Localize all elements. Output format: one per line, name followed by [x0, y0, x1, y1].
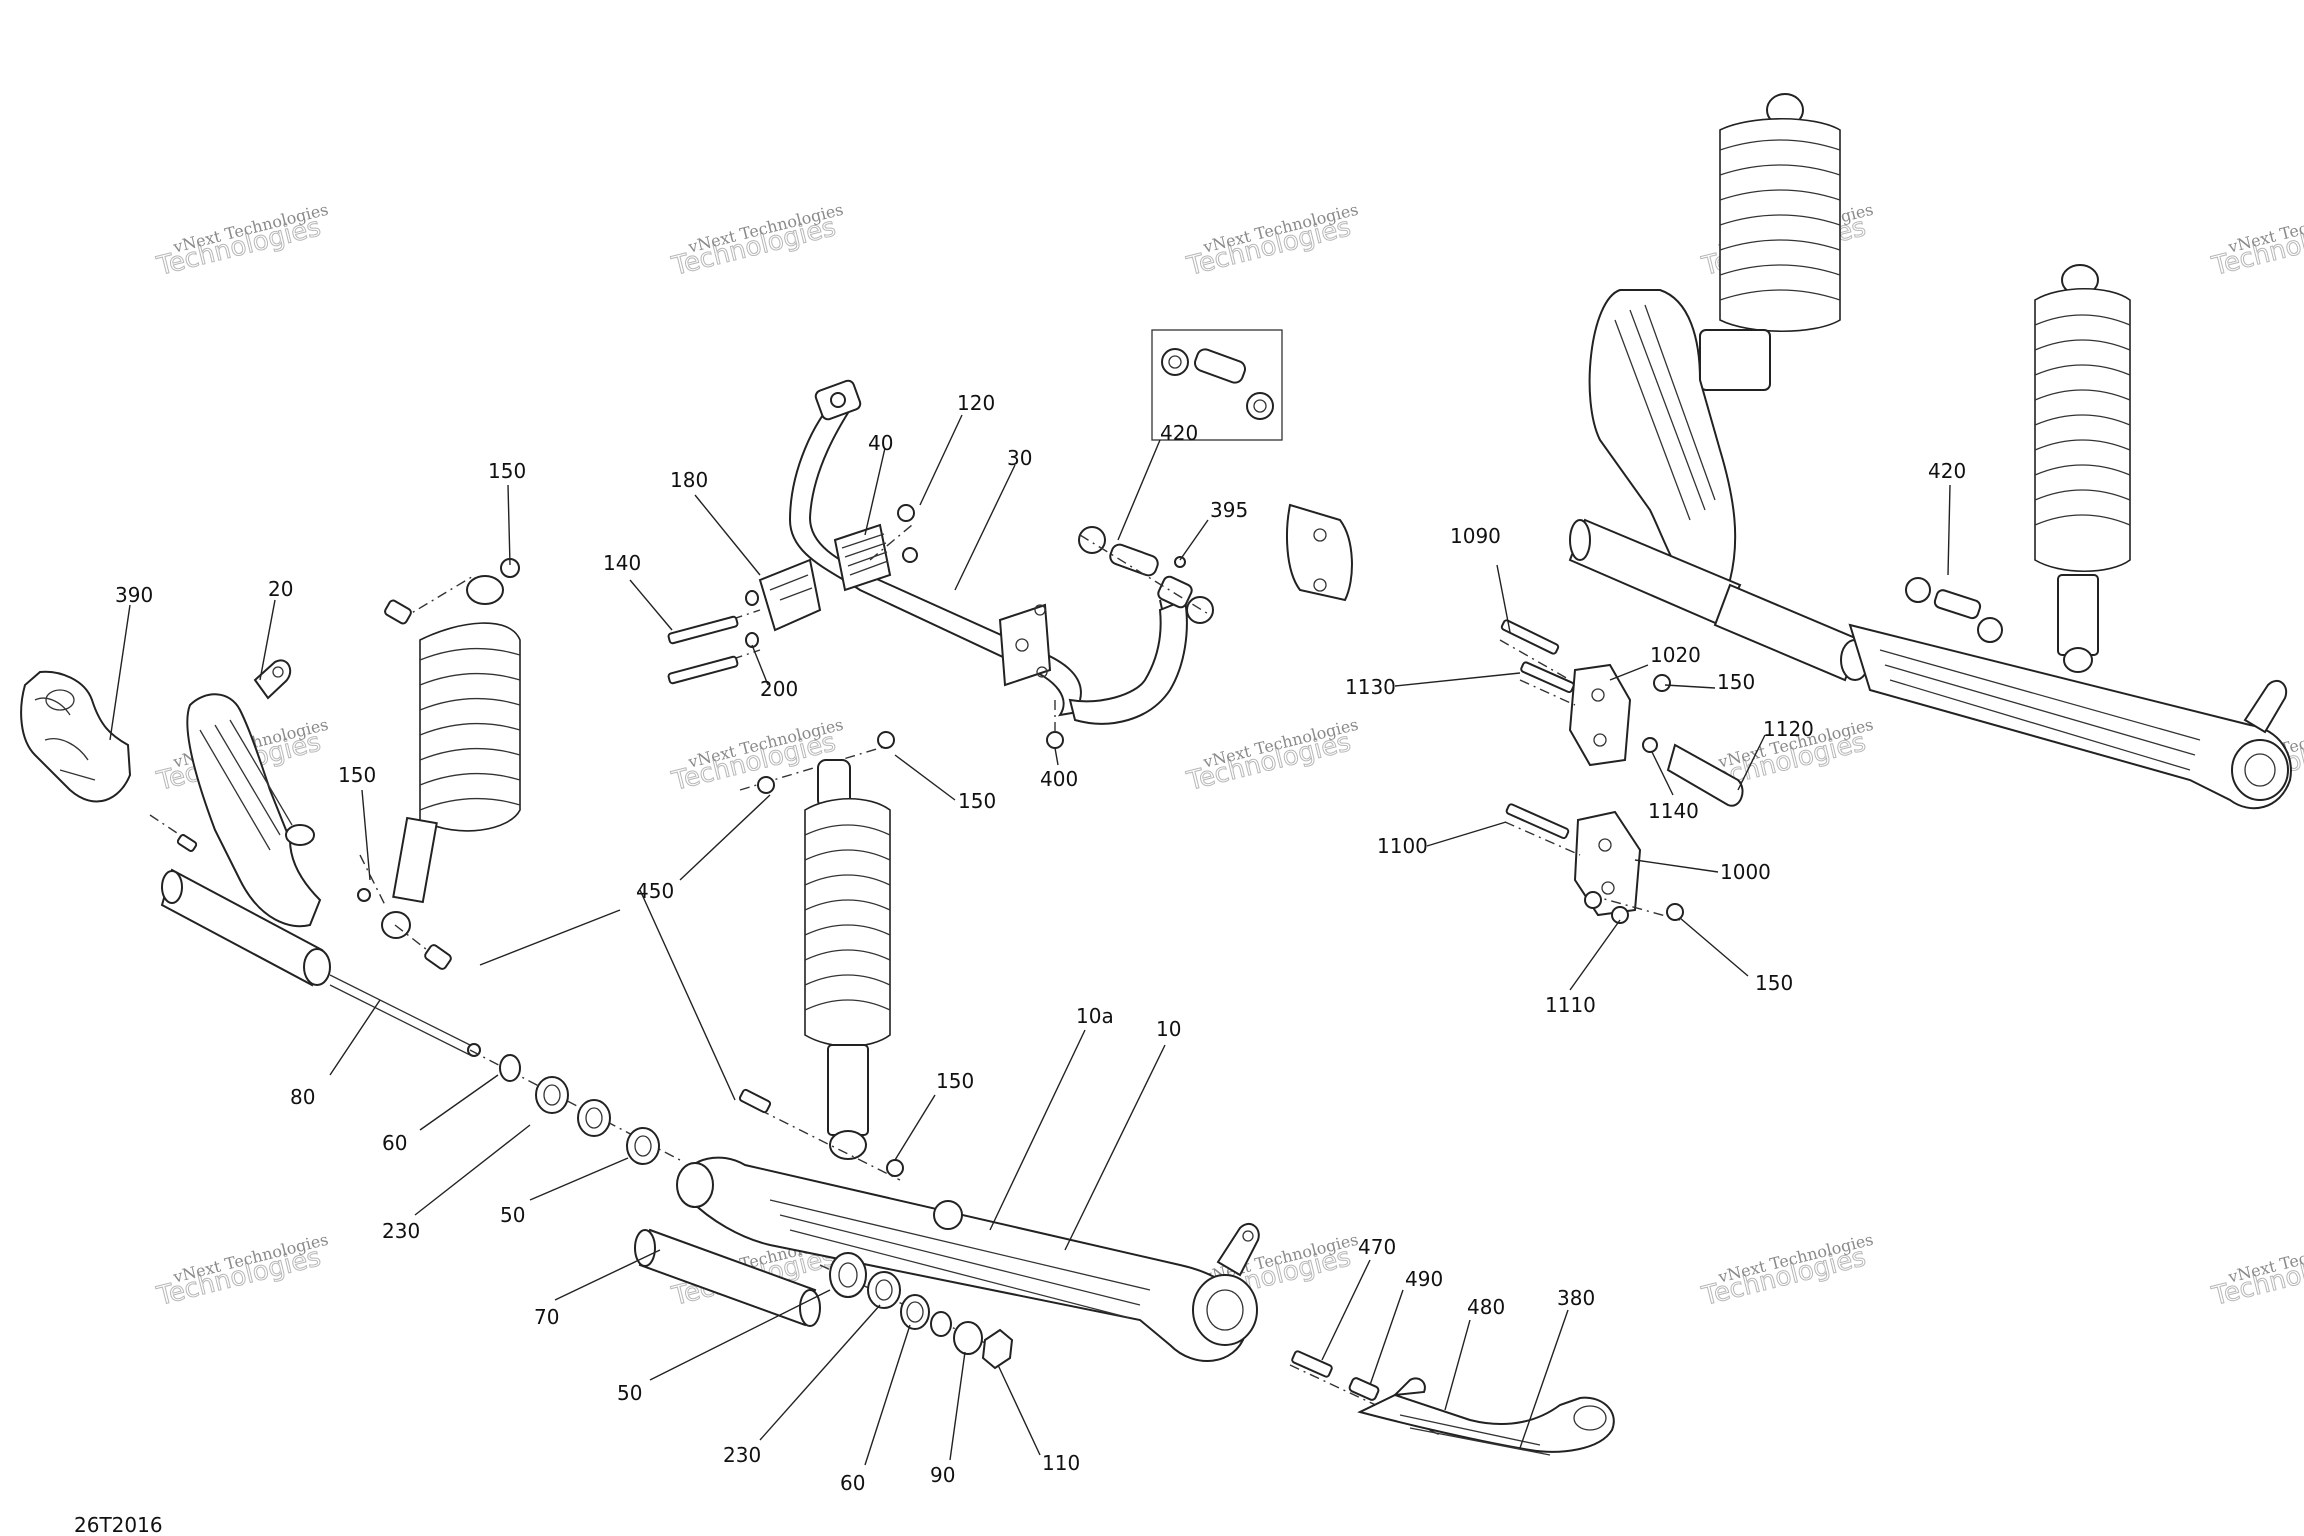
- callout-1120: 1120: [1763, 717, 1814, 741]
- callout-1090: 1090: [1450, 524, 1501, 548]
- bolt-part: [149, 814, 198, 852]
- sway-bar-bracket-part: [758, 558, 822, 632]
- callout-420: 420: [1928, 459, 1966, 483]
- callout-490: 490: [1405, 1267, 1443, 1291]
- bracket-1000-part: [1504, 803, 1684, 924]
- callout-40: 40: [868, 431, 893, 455]
- callout-150: 150: [936, 1069, 974, 1093]
- watermark: Technologies vNext Technologies: [2208, 200, 2304, 283]
- callout-200: 200: [760, 677, 798, 701]
- sway-bar-clamp-part: [998, 603, 1052, 687]
- callout-180: 180: [670, 468, 708, 492]
- callout-480: 480: [1467, 1295, 1505, 1319]
- rear-shock-absorber-center-part: [738, 731, 904, 1181]
- skid-guard-part: [20, 670, 132, 803]
- callout-80: 80: [290, 1085, 315, 1109]
- assembled-rear-suspension: [1568, 93, 2292, 810]
- callout-50: 50: [617, 1381, 642, 1405]
- watermark: Technologies vNext Technologies: [2208, 1230, 2304, 1313]
- callout-150: 150: [958, 789, 996, 813]
- callout-30: 30: [1007, 446, 1032, 470]
- watermark: Technologies vNext Technologies: [668, 200, 845, 283]
- callout-120: 120: [957, 391, 995, 415]
- callout-230: 230: [723, 1443, 761, 1467]
- callout-1100: 1100: [1377, 834, 1428, 858]
- callout-20: 20: [268, 577, 293, 601]
- callout-150: 150: [1717, 670, 1755, 694]
- callout-390: 390: [115, 583, 153, 607]
- sway-bar-bushing-part: [833, 523, 892, 592]
- nut-part: [869, 504, 918, 563]
- callout-1020: 1020: [1650, 643, 1701, 667]
- callout-150: 150: [338, 763, 376, 787]
- callout-230: 230: [382, 1219, 420, 1243]
- mounting-bracket-part: [1286, 503, 1353, 602]
- callout-380: 380: [1557, 1286, 1595, 1310]
- callout-395: 395: [1210, 498, 1248, 522]
- callout-1140: 1140: [1648, 799, 1699, 823]
- callout-450: 450: [636, 879, 674, 903]
- leader-lines: [109, 414, 1951, 1466]
- watermark: Technologies vNext Technologies: [1698, 1230, 1875, 1313]
- left-axis-washers: [469, 1049, 681, 1165]
- swing-arm-part: [676, 1156, 1260, 1362]
- watermark: Technologies vNext Technologies: [1183, 715, 1360, 798]
- watermark: Technologies vNext Technologies: [153, 1230, 330, 1313]
- spacer-tube-part: [634, 1228, 821, 1327]
- callout-150: 150: [488, 459, 526, 483]
- watermark: Technologies vNext Technologies: [1183, 200, 1360, 283]
- callout-70: 70: [534, 1305, 559, 1329]
- trailing-arm-bracket-part: [186, 659, 322, 928]
- callout-1130: 1130: [1345, 675, 1396, 699]
- callout-420: 420: [1160, 421, 1198, 445]
- callout-60: 60: [840, 1471, 865, 1495]
- callout-10: 10: [1156, 1017, 1181, 1041]
- figure-code: 26T2016: [74, 1513, 163, 1536]
- callout-1110: 1110: [1545, 993, 1596, 1017]
- pivot-shaft-part: [160, 868, 481, 1057]
- callout-400: 400: [1040, 767, 1078, 791]
- bracket-bolts-part: [667, 590, 761, 685]
- callout-140: 140: [603, 551, 641, 575]
- callout-90: 90: [930, 1463, 955, 1487]
- bracket-1020-part: [1499, 619, 1744, 807]
- rear-shock-absorber-left-part: [357, 558, 521, 970]
- rear-skid-guard-part: [1357, 1377, 1615, 1456]
- center-axis-bearings: [819, 1252, 1014, 1370]
- end-link-kit-box: [1151, 329, 1283, 441]
- callout-1000: 1000: [1720, 860, 1771, 884]
- callout-50: 50: [500, 1203, 525, 1227]
- callout-10a: 10a: [1076, 1004, 1114, 1028]
- callout-60: 60: [382, 1131, 407, 1155]
- end-link-kit-part: [1078, 526, 1214, 624]
- watermark: Technologies vNext Technologies: [153, 200, 330, 283]
- callout-110: 110: [1042, 1451, 1080, 1475]
- nut-part-400: [1046, 700, 1064, 749]
- callout-150: 150: [1755, 971, 1793, 995]
- callout-470: 470: [1358, 1235, 1396, 1259]
- callouts: 390 20 150 150 80 60 230 50 70 50 230 60…: [115, 391, 1966, 1495]
